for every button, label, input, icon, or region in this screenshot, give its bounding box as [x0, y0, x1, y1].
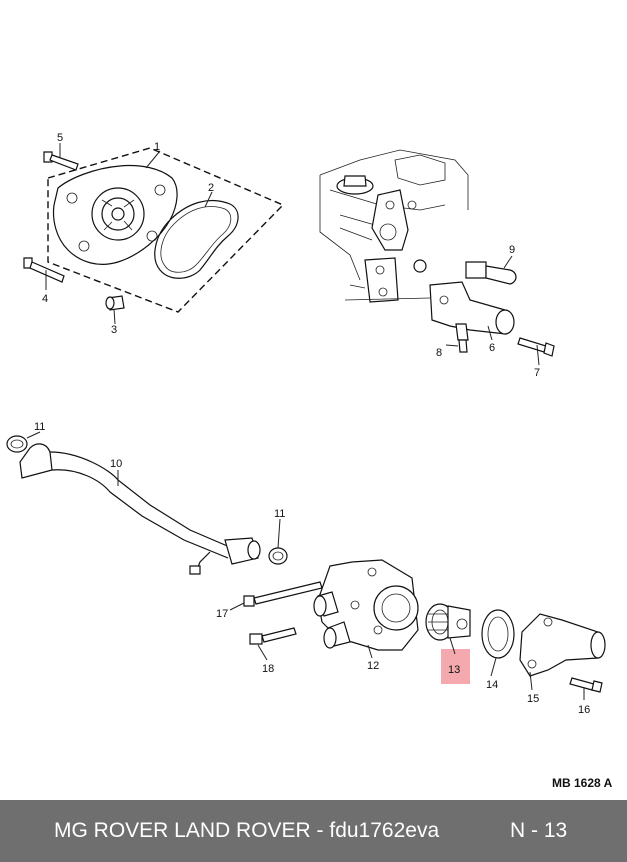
water-pump-group [23, 147, 285, 313]
thermostat-housing-group [313, 559, 419, 651]
highlight-marker [441, 649, 470, 684]
callout-6: 6 [489, 342, 495, 354]
parts-diagram: 1 2 3 4 5 6 7 8 9 10 11 11 12 13 14 15 1… [6, 132, 613, 790]
callout-16: 16 [578, 704, 590, 716]
callout-3: 3 [111, 324, 117, 336]
callout-12: 12 [367, 660, 379, 672]
engine-block-group [319, 149, 555, 357]
callout-11b: 11 [274, 508, 285, 520]
outlet-cover-group [519, 613, 606, 693]
coolant-pipe-group [6, 435, 288, 575]
gasket-group [481, 609, 515, 659]
diagram-reference-code: MB 1628 A [552, 776, 613, 790]
callout-2: 2 [208, 182, 214, 194]
callout-10: 10 [110, 458, 122, 470]
bolts-group [243, 581, 323, 645]
callout-15: 15 [527, 693, 539, 705]
callout-1: 1 [154, 141, 160, 153]
callout-11a: 11 [34, 421, 45, 433]
callout-8: 8 [436, 347, 442, 359]
callout-7: 7 [534, 367, 540, 379]
callout-9: 9 [509, 244, 515, 256]
callout-labels: 1 2 3 4 5 6 7 8 9 10 11 11 12 13 14 15 1… [34, 132, 590, 716]
callout-4: 4 [42, 293, 48, 305]
callout-13: 13 [448, 664, 460, 676]
leader-lines [26, 143, 585, 700]
footer-page-number: N - 13 [510, 819, 568, 842]
callout-18: 18 [262, 663, 274, 675]
footer-bar: MG ROVER LAND ROVER - fdu1762eva N - 13 [0, 800, 627, 862]
callout-17: 17 [216, 608, 228, 620]
footer-title: MG ROVER LAND ROVER - fdu1762eva [54, 819, 440, 842]
thermostat-group [425, 603, 471, 641]
callout-5: 5 [57, 132, 63, 144]
callout-14: 14 [486, 679, 498, 691]
